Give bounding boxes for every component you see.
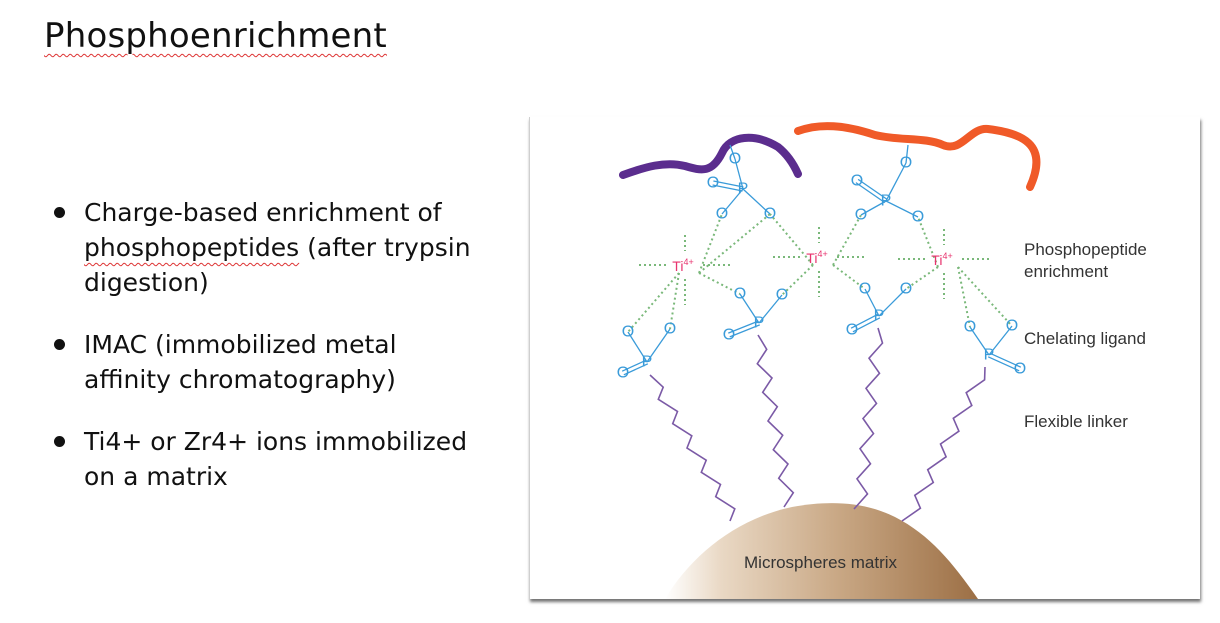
oxygen-atom: O [1006, 318, 1018, 335]
oxygen-atom: O [716, 206, 728, 223]
bond-line [729, 324, 760, 338]
phosphorus-atom: P [642, 354, 653, 371]
bullet-text-tail: (after trypsin digestion) [84, 233, 471, 297]
bond-line [988, 325, 1013, 356]
bond-line [878, 288, 907, 317]
linker-1 [649, 374, 736, 522]
bond-line [729, 144, 736, 160]
phosphorus-atom: P [874, 308, 885, 325]
slide-title: Phosphoenrichment [44, 16, 387, 56]
bullet-text: IMAC (immobilized metal affinity chromat… [84, 330, 397, 394]
bond-line [627, 331, 648, 363]
linker-2 [756, 334, 795, 508]
peptide-chain-right [794, 122, 1041, 191]
bond-line [721, 188, 744, 215]
bond-line [855, 182, 886, 204]
titanium-ion: Ti4+ [672, 257, 693, 274]
bond-line [758, 294, 783, 324]
bond-line [857, 178, 888, 200]
coordination-bond [957, 266, 971, 328]
label-flexible-linker: Flexible linker [1024, 412, 1128, 431]
oxygen-atom: O [1014, 361, 1026, 378]
oxygen-atom: O [664, 321, 676, 338]
oxygen-atom: O [734, 286, 746, 303]
bond-line [739, 293, 760, 324]
titanium-ion: Ti4+ [931, 251, 952, 268]
oxygen-atom: O [707, 175, 719, 192]
oxygen-atom: O [912, 209, 924, 226]
phosphorus-atom: P [881, 193, 892, 210]
label-microspheres-matrix: Microspheres matrix [744, 553, 898, 572]
coordination-bond [781, 264, 814, 296]
bond-line [969, 326, 990, 356]
coordination-bond [832, 264, 866, 290]
oxygen-atom: O [729, 151, 741, 168]
label-phosphopeptide-line2: enrichment [1024, 262, 1108, 281]
coordination-bond [769, 213, 814, 266]
linker-4 [901, 366, 986, 522]
bond-line [734, 158, 744, 190]
bond-line [712, 184, 743, 192]
bond-line [623, 363, 649, 376]
oxygen-atom: O [776, 287, 788, 304]
oxygen-atom: O [764, 206, 776, 223]
coordination-bond [957, 266, 1013, 327]
phosphate-bonds [621, 144, 1022, 376]
oxygen-atom: O [964, 319, 976, 336]
bond-line [885, 200, 919, 218]
bond-line [728, 320, 759, 334]
bond-line [860, 200, 887, 216]
titanium-ions: Ti4+ Ti4+ Ti4+ [672, 249, 952, 274]
bond-line [713, 180, 744, 188]
oxygen-atom: O [900, 155, 912, 172]
phosphorus-atom: P [738, 181, 749, 198]
coordination-bond [905, 266, 939, 290]
oxygen-atom: O [855, 207, 867, 224]
bond-line [987, 356, 1020, 372]
linker-3 [853, 327, 884, 510]
bullet-item: IMAC (immobilized metal affinity chromat… [52, 327, 472, 397]
bullet-dot-icon [54, 207, 65, 218]
bullet-dot-icon [54, 339, 65, 350]
bond-line [864, 288, 880, 317]
oxygen-atom: O [846, 322, 858, 339]
slide-title-text: Phosphoenrichment [44, 16, 387, 56]
bond-line [850, 313, 879, 329]
bullet-dot-icon [54, 436, 65, 447]
bond-line [852, 317, 881, 333]
bullet-text: Ti4+ or Zr4+ ions immobilized on a matri… [84, 427, 468, 491]
bond-line [989, 352, 1022, 368]
phosphorus-atom: P [984, 347, 995, 364]
peptide-chain-left [619, 133, 802, 179]
label-chelating-ligand: Chelating ligand [1024, 329, 1146, 348]
oxygen-atom: O [622, 324, 634, 341]
label-phosphopeptide-line1: Phosphopeptide [1024, 240, 1147, 259]
bullet-item: Charge-based enrichment of phosphopeptid… [52, 195, 472, 300]
oxygen-atom: O [723, 327, 735, 344]
bond-line [646, 328, 671, 363]
bullet-item: Ti4+ or Zr4+ ions immobilized on a matri… [52, 424, 472, 494]
bond-line [905, 144, 909, 164]
oxygen-atom: O [617, 365, 629, 382]
bullet-list: Charge-based enrichment of phosphopeptid… [52, 195, 472, 521]
oxygen-atom: O [900, 281, 912, 298]
coordination-bond [698, 213, 723, 274]
coordination-bond [698, 213, 771, 274]
bond-line [742, 188, 771, 215]
misspelled-word: phosphopeptides [84, 233, 300, 262]
oxygen-atom: O [851, 173, 863, 190]
bond-line [885, 162, 907, 202]
coordination-bonds [627, 213, 1013, 333]
oxygen-atom: O [859, 281, 871, 298]
phosphorus-atom: P [754, 315, 765, 332]
microspheres-matrix [665, 503, 978, 599]
bullet-text: Charge-based enrichment of [84, 198, 442, 227]
titanium-ion: Ti4+ [806, 249, 827, 266]
coordination-bond [917, 216, 939, 268]
flexible-linkers [649, 327, 986, 522]
bond-line [621, 359, 647, 372]
